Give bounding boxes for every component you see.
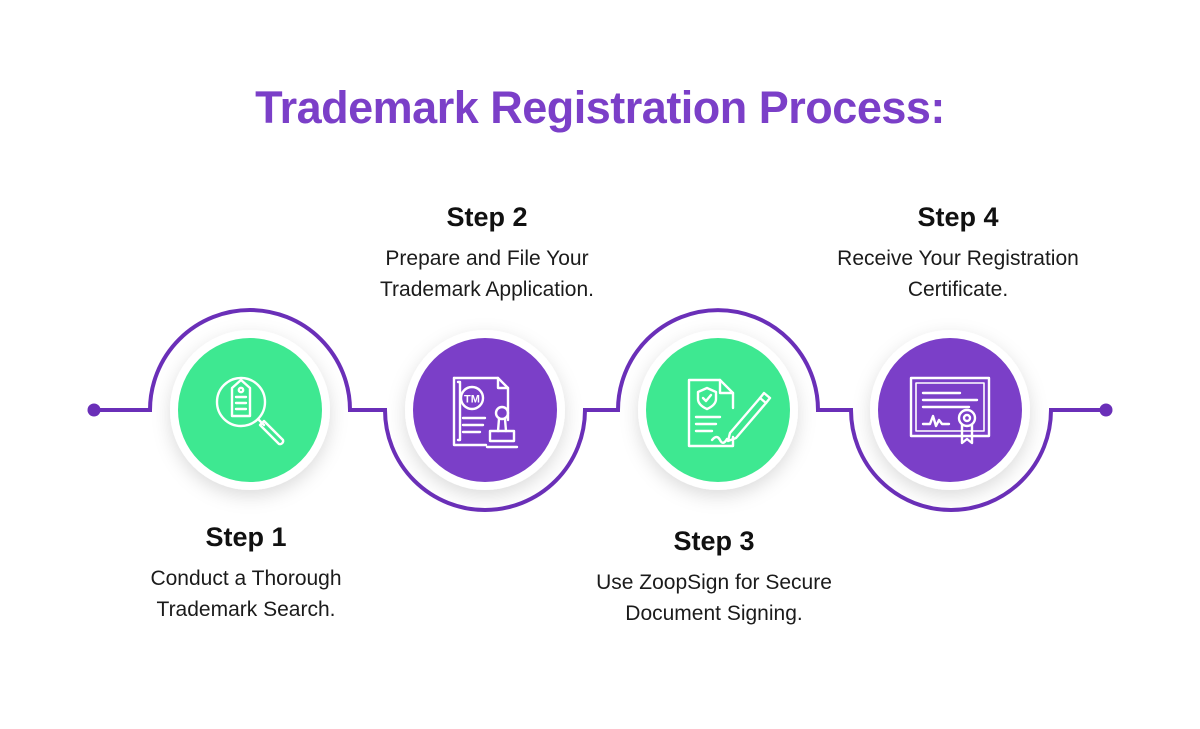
step-4-description: Receive Your Registration Certificate. — [808, 243, 1108, 305]
step-3-node — [638, 330, 798, 490]
step-3-text: Step 3 Use ZoopSign for Secure Document … — [564, 526, 864, 629]
step-3-description: Use ZoopSign for Secure Document Signing… — [564, 567, 864, 629]
step-1-text: Step 1 Conduct a Thorough Trademark Sear… — [96, 522, 396, 625]
svg-text:TM: TM — [464, 394, 480, 406]
step-3-description-line-2: Document Signing. — [625, 602, 803, 625]
step-4-description-line-2: Certificate. — [907, 278, 1009, 301]
magnifier-tag-icon — [215, 376, 285, 446]
step-2-text: Step 2 Prepare and File Your Trademark A… — [337, 202, 637, 305]
step-1-description-line-1: Conduct a Thorough — [150, 567, 342, 590]
step-2-circle — [413, 338, 557, 482]
step-2-description-line-2: Trademark Application. — [380, 278, 594, 301]
step-4-circle — [878, 338, 1022, 482]
step-4-text: Step 4 Receive Your Registration Certifi… — [808, 202, 1108, 305]
step-2-description: Prepare and File Your Trademark Applicat… — [337, 243, 637, 305]
step-3-title: Step 3 — [673, 526, 755, 556]
certificate-icon — [909, 376, 991, 445]
step-1-description-line-2: Trademark Search. — [156, 598, 336, 621]
trademark-stamp-icon: TM — [452, 376, 519, 449]
step-2-description-line-1: Prepare and File Your — [385, 247, 589, 270]
step-4-description-line-1: Receive Your Registration — [837, 247, 1079, 270]
step-1-node — [170, 330, 330, 490]
page-title: Trademark Registration Process: — [255, 82, 945, 133]
step-3-circle — [646, 338, 790, 482]
connector-line — [92, 308, 1108, 512]
line-start-dot — [87, 403, 101, 417]
step-2-title: Step 2 — [446, 202, 528, 232]
document-signing-icon — [687, 378, 772, 448]
step-4-title: Step 4 — [917, 202, 999, 232]
line-end-dot — [1099, 403, 1113, 417]
step-4-node — [870, 330, 1030, 490]
step-2-node: TM — [405, 330, 565, 490]
step-1-description: Conduct a Thorough Trademark Search. — [96, 563, 396, 625]
step-3-description-line-1: Use ZoopSign for Secure — [596, 571, 832, 594]
step-1-title: Step 1 — [205, 522, 287, 552]
